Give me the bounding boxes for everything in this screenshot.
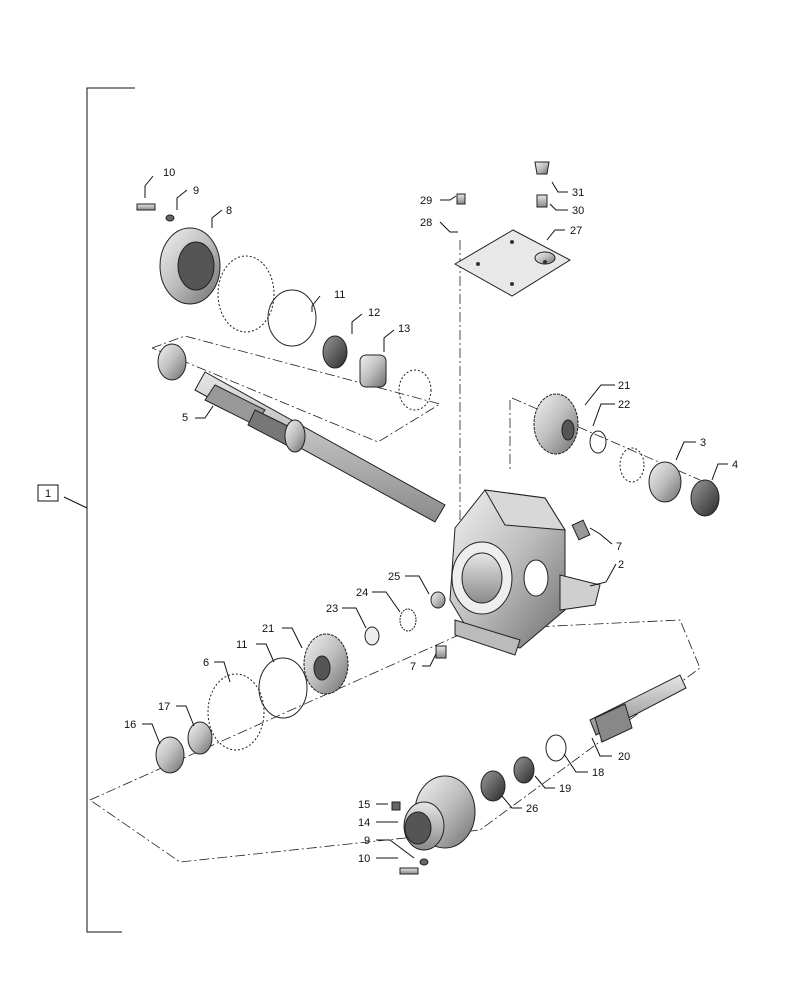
shaft-bearing — [157, 343, 187, 381]
bearing-cup — [619, 447, 645, 483]
callout-label: 4 — [732, 459, 738, 471]
tapered-bearing — [648, 461, 682, 503]
callout-label: 28 — [420, 217, 432, 229]
callout-label: 29 — [420, 195, 432, 207]
shaft-seal — [690, 479, 720, 517]
callout-label: 3 — [700, 437, 706, 449]
callout-label: 25 — [388, 571, 400, 583]
cover-bolt — [456, 193, 466, 205]
thrust-washer — [364, 626, 380, 646]
callout-label: 24 — [356, 587, 368, 599]
callout-label: 18 — [592, 767, 604, 779]
snap-ring — [589, 430, 607, 454]
callout-label: 10 — [358, 853, 370, 865]
callout-label: 9 — [193, 185, 199, 197]
callout-label: 2 — [618, 559, 624, 571]
callout-label: 9 — [364, 835, 370, 847]
gasket — [207, 673, 265, 751]
assembly-label-box — [37, 484, 59, 502]
assembly-bracket: 1 — [37, 87, 135, 933]
seal-output — [480, 770, 506, 802]
oil-seal — [322, 335, 348, 369]
hex-bolt-lower — [399, 867, 419, 875]
callout-label: 6 — [203, 657, 209, 669]
callout-label: 16 — [124, 719, 136, 731]
bearing-sleeve — [359, 354, 387, 388]
bearing-flange — [159, 227, 275, 333]
bearing-cup-lower — [155, 736, 185, 774]
exploded-axes — [89, 240, 701, 863]
assembly-label: 1 — [45, 488, 51, 500]
o-ring — [267, 289, 317, 347]
callout-label: 5 — [182, 412, 188, 424]
spacer-ring — [545, 734, 567, 762]
callout-label: 15 — [358, 799, 370, 811]
callout-label: 26 — [526, 803, 538, 815]
bevel-gear-upper — [533, 393, 579, 455]
o-ring-lower — [258, 657, 308, 719]
callout-label: 8 — [226, 205, 232, 217]
callout-label: 10 — [163, 167, 175, 179]
lock-nut — [430, 591, 446, 609]
callout-label: 17 — [158, 701, 170, 713]
callout-label: 22 — [618, 399, 630, 411]
hex-bolt — [136, 203, 156, 211]
lock-washer-lower — [419, 858, 429, 866]
output-shaft — [589, 674, 687, 743]
callout-label: 20 — [618, 751, 630, 763]
callout-label: 12 — [368, 307, 380, 319]
callout-label: 7 — [616, 541, 622, 553]
callout-label: 19 — [559, 783, 571, 795]
callout-label: 7 — [410, 661, 416, 673]
callout-label: 31 — [572, 187, 584, 199]
tab-washer — [399, 608, 417, 632]
grease-fitting — [391, 801, 401, 811]
callout-labels: 10 9 8 11 12 13 5 29 28 31 30 27 21 22 3… — [124, 167, 738, 865]
callout-label: 23 — [326, 603, 338, 615]
lock-washer — [165, 214, 175, 222]
callout-label: 11 — [236, 639, 247, 651]
callout-label: 30 — [572, 205, 584, 217]
bearing-retainer — [403, 775, 476, 851]
leader-lines — [142, 175, 728, 859]
callout-label: 21 — [262, 623, 274, 635]
callout-label: 14 — [358, 817, 370, 829]
bearing-output — [513, 756, 535, 784]
input-shaft — [194, 371, 446, 523]
bearing-race — [398, 369, 432, 411]
cover-plate — [453, 229, 572, 297]
breather-plug — [534, 161, 550, 208]
bearing-cone — [187, 721, 213, 755]
gearbox-housing — [449, 489, 601, 656]
callout-label: 21 — [618, 380, 630, 392]
callout-label: 13 — [398, 323, 410, 335]
bevel-gear-lower — [303, 633, 349, 695]
callout-label: 11 — [334, 289, 345, 301]
callout-label: 27 — [570, 225, 582, 237]
drain-plug — [435, 645, 447, 659]
